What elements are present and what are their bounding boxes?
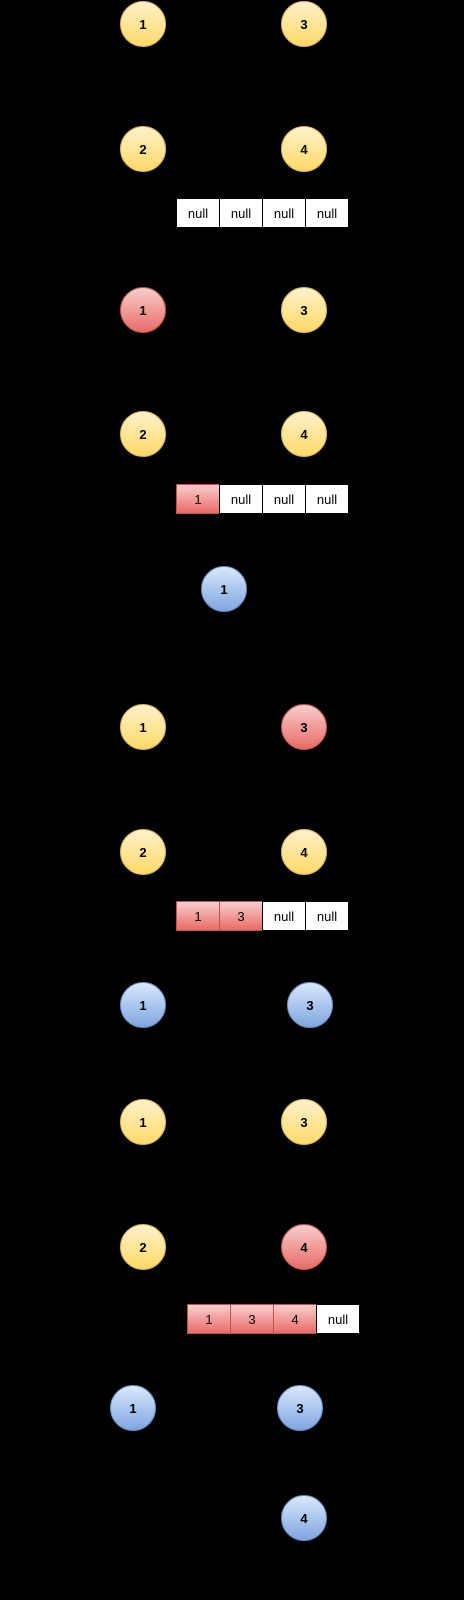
cloned-node-3: 3 bbox=[287, 982, 333, 1028]
array-cell: 3 bbox=[219, 901, 263, 931]
graph-node-4: 4 bbox=[281, 1224, 327, 1270]
array-cell: null bbox=[316, 1304, 360, 1334]
node-label: 3 bbox=[300, 16, 308, 32]
node-label: 1 bbox=[139, 302, 147, 318]
node-label: 1 bbox=[139, 1114, 147, 1130]
node-label: 4 bbox=[300, 426, 308, 442]
node-label: 4 bbox=[300, 141, 308, 157]
node-label: 4 bbox=[300, 1510, 308, 1526]
node-label: 2 bbox=[139, 1239, 147, 1255]
cloned-node-1: 1 bbox=[120, 982, 166, 1028]
array-cell: null bbox=[262, 901, 306, 931]
node-label: 4 bbox=[300, 844, 308, 860]
graph-node-2: 2 bbox=[120, 829, 166, 875]
array-cell: null bbox=[305, 901, 349, 931]
cloned-node-1: 1 bbox=[110, 1385, 156, 1431]
node-label: 3 bbox=[300, 1114, 308, 1130]
node-label: 3 bbox=[296, 1400, 304, 1416]
array-cell: 1 bbox=[187, 1304, 231, 1334]
graph-node-1: 1 bbox=[120, 1, 166, 47]
graph-node-2: 2 bbox=[120, 126, 166, 172]
graph-node-1: 1 bbox=[120, 287, 166, 333]
array-cell: null bbox=[305, 198, 349, 228]
cloned-node-4: 4 bbox=[281, 1495, 327, 1541]
node-label: 2 bbox=[139, 141, 147, 157]
node-label: 3 bbox=[300, 719, 308, 735]
graph-node-4: 4 bbox=[281, 829, 327, 875]
node-label: 2 bbox=[139, 844, 147, 860]
array-cell: null bbox=[219, 484, 263, 514]
array-cell: null bbox=[305, 484, 349, 514]
array-cell: 1 bbox=[176, 484, 220, 514]
array-cell: 4 bbox=[273, 1304, 317, 1334]
graph-node-3: 3 bbox=[281, 704, 327, 750]
cloned-node-3: 3 bbox=[277, 1385, 323, 1431]
array-cell: null bbox=[262, 198, 306, 228]
array-cell: null bbox=[176, 198, 220, 228]
graph-node-2: 2 bbox=[120, 1224, 166, 1270]
node-label: 4 bbox=[300, 1239, 308, 1255]
graph-node-3: 3 bbox=[281, 287, 327, 333]
graph-node-4: 4 bbox=[281, 126, 327, 172]
graph-node-3: 3 bbox=[281, 1, 327, 47]
cloned-node-1: 1 bbox=[201, 566, 247, 612]
node-label: 2 bbox=[139, 426, 147, 442]
node-label: 1 bbox=[139, 997, 147, 1013]
node-label: 1 bbox=[139, 719, 147, 735]
node-label: 1 bbox=[139, 16, 147, 32]
node-label: 1 bbox=[220, 581, 228, 597]
graph-node-4: 4 bbox=[281, 411, 327, 457]
node-label: 1 bbox=[129, 1400, 137, 1416]
array-cell: 1 bbox=[176, 901, 220, 931]
graph-node-2: 2 bbox=[120, 411, 166, 457]
array-cell: null bbox=[262, 484, 306, 514]
graph-node-3: 3 bbox=[281, 1099, 327, 1145]
node-label: 3 bbox=[300, 302, 308, 318]
graph-node-1: 1 bbox=[120, 704, 166, 750]
array-cell: 3 bbox=[230, 1304, 274, 1334]
array-cell: null bbox=[219, 198, 263, 228]
node-label: 3 bbox=[306, 997, 314, 1013]
graph-node-1: 1 bbox=[120, 1099, 166, 1145]
